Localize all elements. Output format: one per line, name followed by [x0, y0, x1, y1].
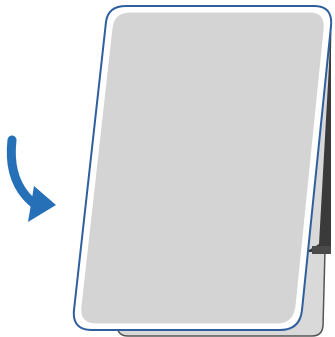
- tilt-arrow-icon: [6, 135, 56, 222]
- device-side-edge: [309, 30, 331, 254]
- device-front-panel: [72, 5, 333, 331]
